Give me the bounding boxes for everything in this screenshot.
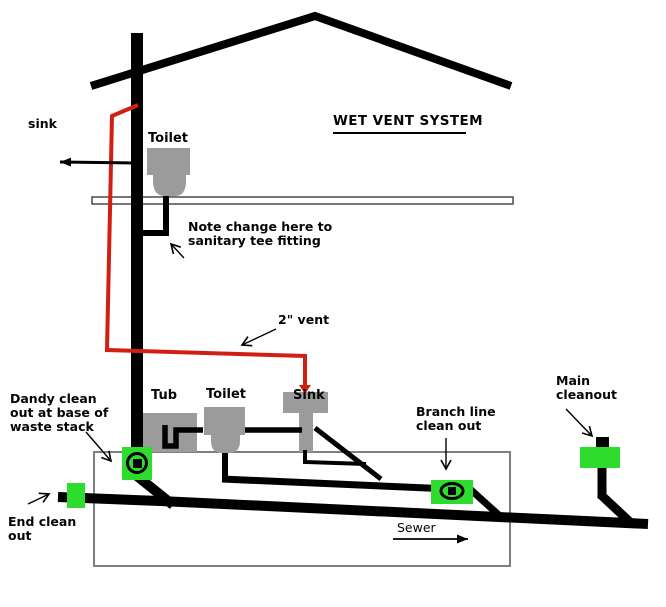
upper-sink-branch-arm	[59, 157, 134, 167]
sewer-label: Sewer	[397, 520, 436, 535]
branch-cleanout-ring-icon	[439, 482, 465, 500]
note-arrow-icon	[169, 242, 185, 259]
main-cleanout-elbow	[596, 490, 634, 526]
upper-floor-slab	[91, 196, 514, 205]
dandy-arrow-icon	[85, 431, 113, 463]
diagram-title: WET VENT SYSTEM	[333, 113, 483, 135]
end-cleanout-label: End clean out	[8, 514, 77, 543]
branch-cleanout-label: Branch line clean out	[416, 404, 496, 433]
upper-toilet-bowl	[153, 175, 186, 196]
vent-arrow-icon	[240, 328, 277, 347]
sanitary-tee-note: Note change here to sanitary tee fitting	[188, 219, 333, 248]
stack-base-elbow	[133, 472, 177, 509]
dandy-cleanout-label: Dandy clean out at base of waste stack	[10, 391, 109, 434]
sink-stand	[299, 413, 313, 452]
upper-toilet-tank	[147, 148, 190, 175]
end-cleanout-arrow-icon	[27, 492, 51, 505]
sink-basin	[283, 392, 328, 413]
main-cleanout-riser-cap	[596, 437, 609, 448]
dandy-cleanout-ring-icon	[126, 452, 148, 474]
sink-diagonal-pipe	[313, 426, 383, 481]
upper-toilet-drain	[143, 196, 169, 236]
sink-lower-label: Sink	[293, 388, 325, 403]
branch-cleanout-plug-icon	[448, 487, 456, 495]
tub-trap-pipe	[162, 425, 203, 449]
vent-size-label: 2" vent	[278, 312, 330, 327]
vent-pipe-arrowhead	[299, 385, 311, 394]
lower-toilet-bowl	[211, 435, 240, 453]
tub-label: Tub	[151, 388, 177, 403]
end-cleanout-box	[67, 483, 85, 508]
sewer-main-pipe	[57, 492, 649, 529]
waste-stack-pipe	[131, 33, 143, 448]
main-cleanout-label: Main cleanout	[556, 373, 617, 402]
lower-toilet-tank	[204, 407, 245, 435]
main-cleanout-arrow-icon	[565, 408, 594, 438]
main-cleanout-box	[580, 447, 620, 468]
toilet-lower-label: Toilet	[206, 387, 247, 402]
vent-pipe-red	[104, 103, 307, 387]
dandy-cleanout-plug-icon	[133, 459, 142, 468]
sink-drain-pipe	[303, 450, 367, 466]
roof-line	[89, 11, 513, 90]
sink-upper-label: sink	[28, 116, 57, 131]
toilet-upper-label: Toilet	[148, 131, 189, 146]
